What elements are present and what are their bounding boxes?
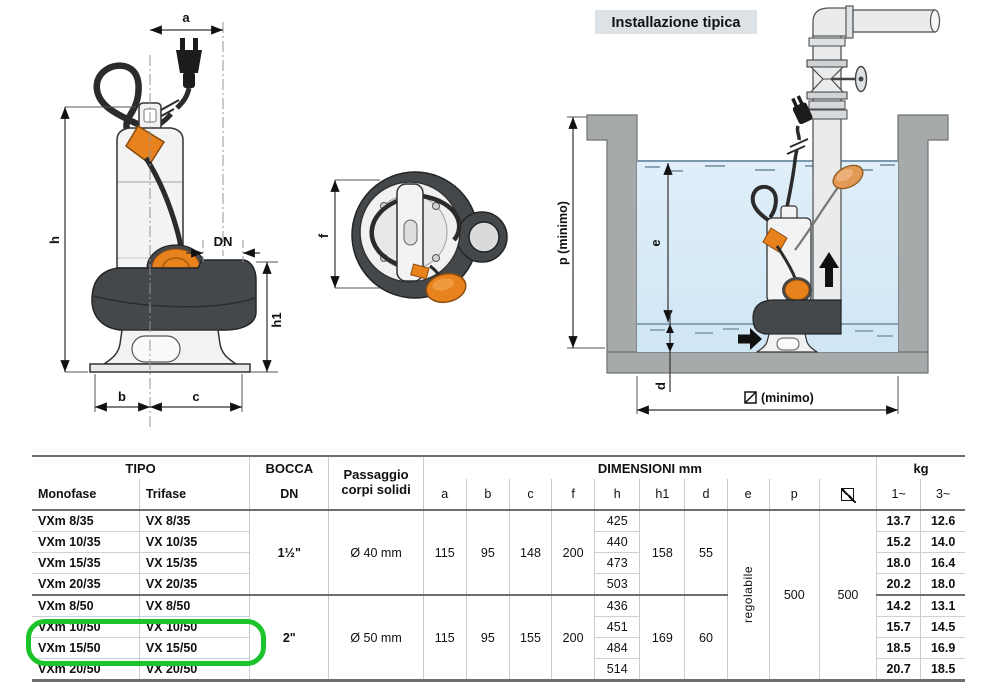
header-dn: DN [249, 479, 329, 510]
header-col-kg1: 1~ [876, 479, 921, 510]
title-box [595, 10, 757, 34]
passaggio-value: Ø 50 mm [328, 594, 424, 681]
square-diagonal-icon [744, 391, 757, 404]
pump-front-view-drawing: a h DN h1 b c [47, 10, 284, 428]
dim-label-d: d [653, 382, 668, 390]
dim-e: regolabile [726, 509, 770, 681]
flow-up-arrow-icon [819, 252, 839, 287]
header-col-kg3: 3~ [920, 479, 965, 510]
dim-c: 155 [508, 594, 552, 681]
header-col-square [818, 479, 877, 510]
float-cable [794, 185, 840, 251]
dim-label-e: e [648, 239, 663, 246]
dim-label-dn: DN [214, 234, 233, 249]
kg-3ph: 12.6 [920, 509, 965, 532]
dim-b: 95 [465, 509, 510, 595]
dim-label-h1: h1 [269, 312, 284, 327]
table-row: VXm 8/50 VX 8/50 2" Ø 50 mm 115 95 155 2… [32, 594, 965, 681]
dim-a: 115 [422, 509, 467, 595]
pipe-elbow [812, 7, 849, 37]
header-dimensioni: DIMENSIONI mm [422, 456, 877, 479]
passaggio-value: Ø 40 mm [328, 509, 424, 595]
header-monofase: Monofase [38, 487, 97, 501]
header-kg: kg [876, 456, 965, 479]
dim-d: 60 [684, 594, 728, 681]
pump-top-illustration [351, 171, 508, 304]
header-trifase: Trifase [138, 479, 250, 510]
dim-square: 500 [818, 509, 877, 681]
dim-label-h: h [47, 236, 62, 244]
table-row: VXm 20/35 VX 20/35 503 20.2 18.0 [32, 573, 965, 595]
float-switch [425, 272, 467, 304]
dim-h: 425 [594, 509, 640, 532]
header-bocca: BOCCA [249, 456, 329, 479]
kg-1ph: 13.7 [876, 509, 921, 532]
header-col-f: f [551, 479, 595, 510]
dim-label-b: b [118, 389, 126, 404]
header-col-h: h [594, 479, 640, 510]
table-row-highlighted: VXm 15/50 VX 15/50 484 18.5 16.9 [32, 637, 965, 659]
header-col-a: a [422, 479, 467, 510]
dim-f: 200 [551, 594, 595, 681]
dim-label-a: a [182, 10, 190, 25]
cable-break-icon [786, 138, 809, 155]
dim-d: 55 [684, 509, 728, 595]
dim-label-c: c [192, 389, 199, 404]
base-plate [89, 363, 251, 373]
pit-walls [586, 114, 949, 374]
dim-label-f: f [316, 233, 331, 238]
model-trifase: VX 8/35 [138, 509, 250, 532]
square-min-label: (minimo) [761, 391, 814, 405]
header-col-e: e [726, 479, 770, 510]
table-row: VXm 15/35 VX 15/35 473 18.0 16.4 [32, 552, 965, 574]
installation-title: Installazione tipica [612, 15, 742, 31]
model-monofase: VXm 8/35 [32, 509, 140, 532]
square-diagonal-icon [841, 488, 857, 504]
dim-h1: 169 [639, 594, 685, 681]
header-col-c: c [508, 479, 552, 510]
power-plug [791, 95, 813, 125]
cable [369, 195, 407, 269]
power-plug [176, 38, 202, 88]
dim-f: 200 [551, 509, 595, 595]
header-col-h1: h1 [639, 479, 685, 510]
cable [795, 125, 801, 141]
dim-h: 436 [594, 594, 640, 617]
inflow-right-arrow-icon [738, 328, 762, 350]
installation-diagram: Installazione tipica [556, 5, 949, 415]
dim-c: 148 [508, 509, 552, 595]
table-row: VXm 10/35 VX 10/35 440 15.2 14.0 [32, 531, 965, 553]
submerged-pump [750, 184, 842, 353]
pump-top-view-drawing: f [316, 171, 508, 304]
dim-a: 115 [422, 594, 467, 681]
header-col-p: p [768, 479, 820, 510]
header-tipo: TIPO [125, 460, 156, 476]
dim-b: 95 [465, 594, 510, 681]
dim-label-p: p (minimo) [556, 201, 570, 265]
bocca-dn-value: 1½" [249, 509, 329, 595]
min-water-ripples [650, 328, 893, 337]
dim-p: 500 [768, 509, 820, 681]
table-row: VXm 8/35 VX 8/35 1½" Ø 40 mm 115 95 148 … [32, 509, 965, 681]
header-col-b: b [465, 479, 510, 510]
dim-h1: 158 [639, 509, 685, 595]
header-col-d: d [684, 479, 728, 510]
volute-casing [91, 259, 257, 331]
gate-valve [806, 59, 868, 100]
bocca-dn-value: 2" [249, 594, 329, 681]
pump-front-illustration [89, 38, 257, 373]
surface-float-switch [832, 164, 864, 190]
